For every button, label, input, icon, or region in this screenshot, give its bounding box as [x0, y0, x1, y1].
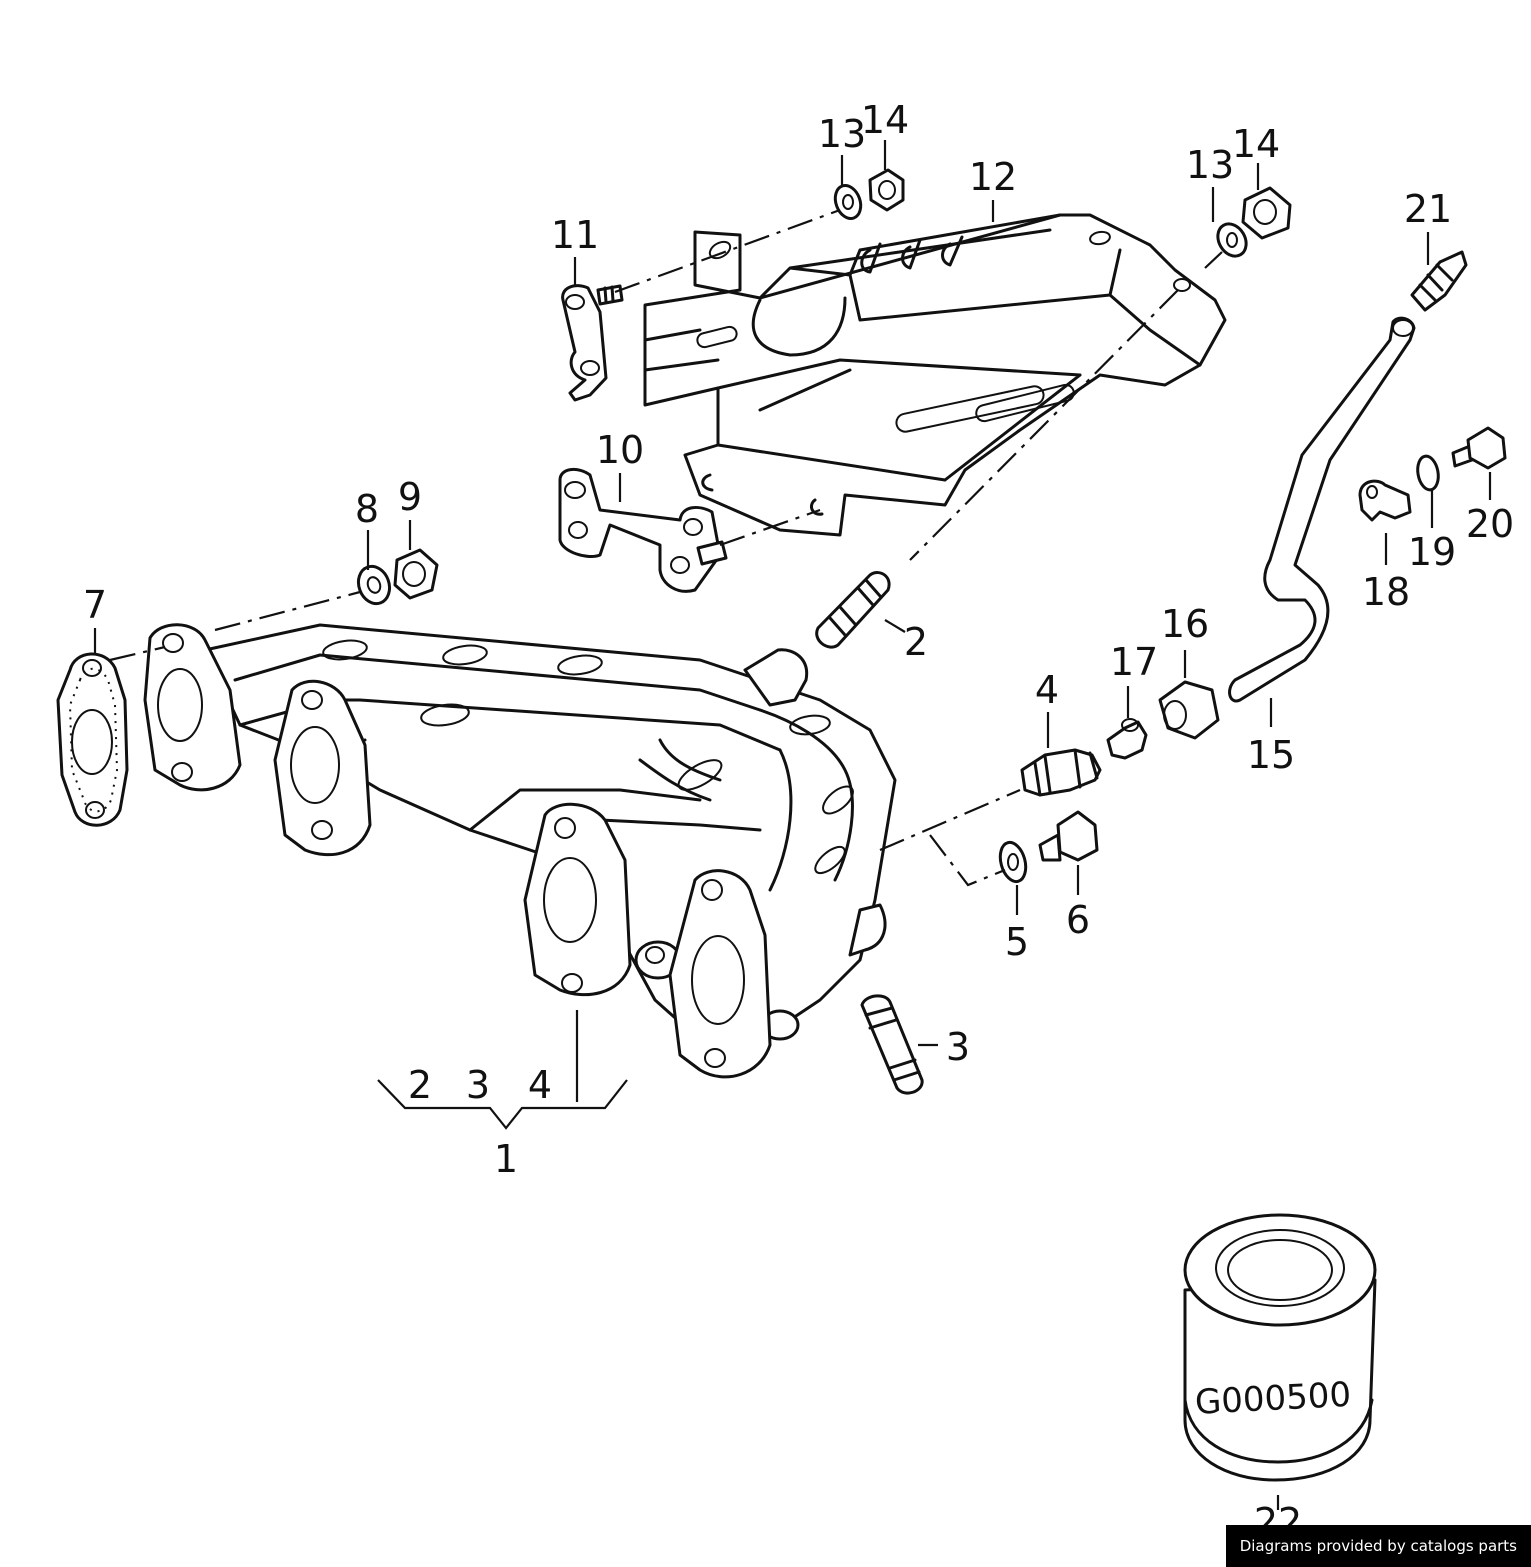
callout-11: 11	[551, 213, 599, 257]
fitting-17	[1106, 718, 1148, 760]
oil-filter-22: G000500	[1183, 1213, 1377, 1482]
callout-17: 17	[1110, 640, 1158, 684]
callout-7: 7	[83, 583, 107, 627]
callout-15: 15	[1247, 733, 1295, 777]
exhaust-manifold	[143, 623, 897, 1079]
washer-5	[998, 840, 1028, 884]
callout-13-left: 13	[818, 112, 866, 156]
callout-14-left: 14	[861, 98, 909, 142]
bracket-11	[561, 284, 624, 402]
callout-10: 10	[596, 428, 644, 472]
callout-20: 20	[1466, 502, 1514, 546]
gasket-7	[56, 652, 129, 827]
callout-2: 2	[904, 620, 928, 664]
washer-13-left	[833, 184, 863, 220]
fitting-21	[1410, 250, 1468, 312]
callout-2-group: 2	[408, 1063, 432, 1107]
credit-badge: Diagrams provided by catalogs parts	[1225, 1525, 1531, 1567]
washer-19	[1416, 454, 1440, 492]
stud-2	[815, 571, 891, 649]
washer-13-right	[1216, 222, 1248, 258]
bracket-10	[558, 467, 728, 593]
callout-3-group: 3	[466, 1063, 490, 1107]
heat-shield	[643, 213, 1227, 537]
callout-8: 8	[355, 487, 379, 531]
nut-9	[393, 548, 439, 600]
callout-18: 18	[1362, 570, 1410, 614]
callout-12: 12	[969, 155, 1017, 199]
callout-14-right: 14	[1232, 122, 1280, 166]
bolt-20	[1451, 426, 1507, 470]
callout-5: 5	[1005, 920, 1029, 964]
callout-19: 19	[1408, 530, 1456, 574]
callout-21: 21	[1404, 187, 1452, 231]
stud-3	[860, 994, 924, 1095]
nut-14-left	[868, 168, 905, 212]
assembly-lines	[109, 208, 1223, 887]
callout-1: 1	[494, 1137, 518, 1181]
clamp-18	[1358, 479, 1412, 522]
plug-6	[1038, 810, 1099, 862]
callout-9: 9	[398, 475, 422, 519]
callout-3: 3	[946, 1025, 970, 1069]
callout-6: 6	[1066, 898, 1090, 942]
nut-14-right	[1241, 186, 1292, 240]
callout-13-right: 13	[1186, 143, 1234, 187]
leader-lines	[93, 140, 1492, 1510]
callout-16: 16	[1161, 602, 1209, 646]
nut-16	[1158, 680, 1220, 740]
washer-8	[356, 564, 392, 606]
callout-numbers: 1 2 3 4 2 3 4 5 6 7 8 9 10 11 12 13 13 1…	[83, 98, 1514, 1544]
callout-4-group: 4	[528, 1063, 552, 1107]
callout-4: 4	[1035, 668, 1059, 712]
oil-pipe-15	[1228, 316, 1416, 703]
union-4	[1020, 748, 1102, 797]
filter-code-label: G000500	[1194, 1375, 1352, 1423]
